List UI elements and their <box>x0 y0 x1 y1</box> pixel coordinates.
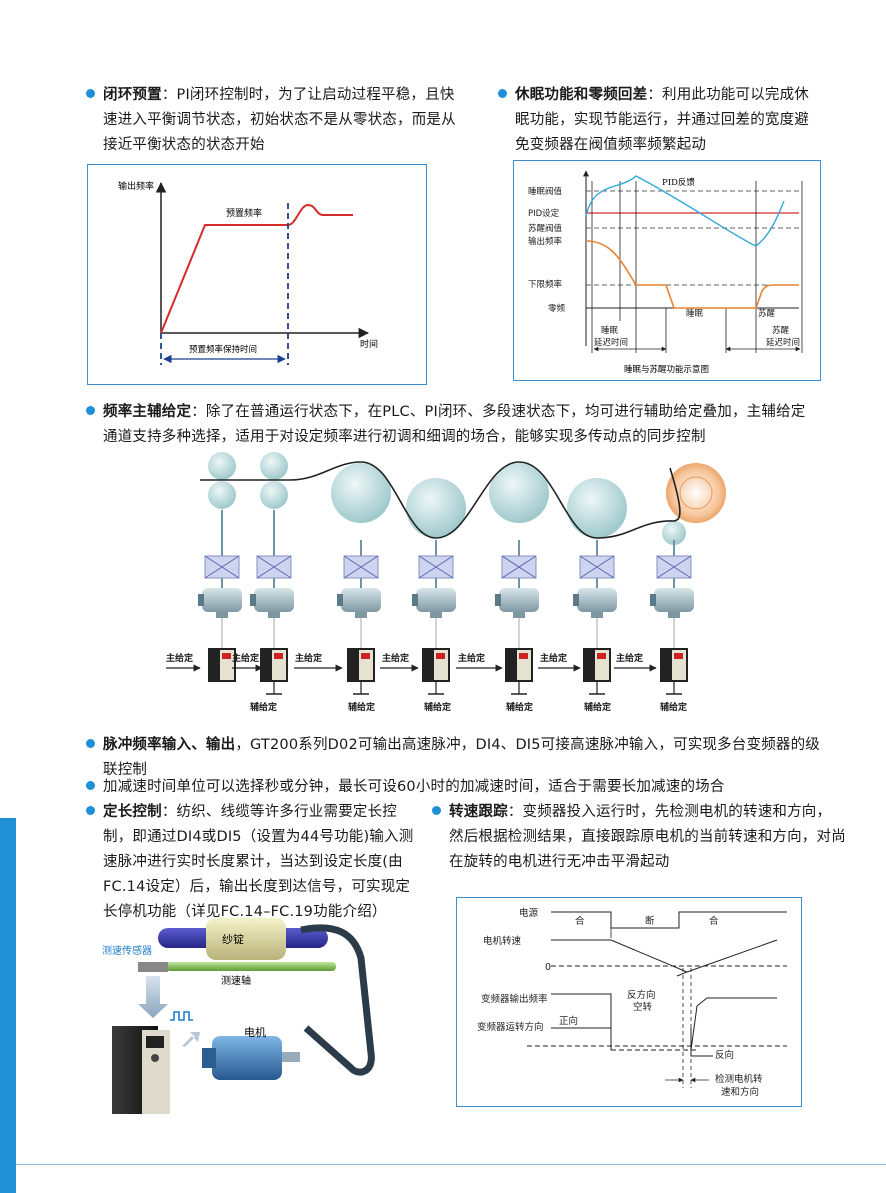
detect-label-2: 速和方向 <box>721 1086 759 1098</box>
ramp-line <box>160 224 288 334</box>
aux-setpoint-label: 辅给定 <box>660 701 688 713</box>
wake-delay-label-1: 苏醒 <box>772 325 790 336</box>
aux-setpoint-label: 辅给定 <box>348 701 376 713</box>
main-setpoint-label: 主给定 <box>382 652 410 664</box>
motor-icon <box>341 588 381 612</box>
zero-row-label: 0 <box>545 962 551 973</box>
pulse-icon <box>170 1011 193 1021</box>
closed-loop-figure: 输出频率 时间 预置频率 预置频率保持时间 <box>87 164 427 385</box>
power-row-label: 电源 <box>519 907 539 919</box>
bullet-icon <box>86 806 95 815</box>
main-setpoint-label: 主给定 <box>616 652 644 664</box>
x-axis-label: 时间 <box>360 338 378 350</box>
pid-setpoint-label: PID设定 <box>528 208 560 219</box>
motor-icon <box>212 1036 282 1080</box>
wake-threshold-label: 苏醒阀值 <box>528 223 563 234</box>
output-freq-label: 输出频率 <box>528 236 563 247</box>
sleep-threshold-label: 睡眠阀值 <box>528 186 563 197</box>
sleep-delay-label-2: 延迟时间 <box>594 337 628 348</box>
main-setpoint-label: 主给定 <box>232 652 260 664</box>
length-paragraph: 定长控制：纺织、线缆等许多行业需要定长控 制，即通过DI4或DI5（设置为44号… <box>86 800 416 925</box>
accel-paragraph: 加减速时间单位可以选择秒或分钟，最长可设60小时的加减速时间，适合于需要长加减速… <box>86 775 846 800</box>
material-web <box>200 461 681 539</box>
output-freq-curve <box>585 240 799 309</box>
aux-setpoint-label: 辅给定 <box>584 701 612 713</box>
shaft-label: 测速轴 <box>221 974 251 987</box>
sleep-paragraph: 休眠功能和零频回差：利用此功能可以完成休 眠功能，实现节能运行，并通过回差的宽度… <box>498 83 838 158</box>
speed-sensor <box>138 962 168 972</box>
roller <box>208 481 236 509</box>
bullet-icon <box>432 806 441 815</box>
bullet-icon <box>86 781 95 790</box>
main-setpoint-label: 主给定 <box>295 652 323 664</box>
roller <box>662 521 686 545</box>
drive-belt <box>300 924 375 1076</box>
wake-label: 苏醒 <box>758 308 776 319</box>
bottom-rule <box>16 1164 886 1165</box>
reverse-rotation-label: 反方向 <box>627 989 656 1001</box>
motor-icon <box>254 588 294 612</box>
yarn-spindle <box>206 918 286 960</box>
roller <box>260 452 288 480</box>
sensor-label: 测速传感器 <box>102 944 152 957</box>
wake-delay-label-2: 延迟时间 <box>766 337 800 348</box>
main-setpoint-label: 主给定 <box>540 652 568 664</box>
motor-icon <box>202 588 242 612</box>
motor-label: 电机 <box>244 1025 266 1039</box>
y-axis-label: 输出频率 <box>118 180 154 192</box>
length-control-figure: 纱锭 测速轴 测速传感器 电机 <box>96 918 416 1123</box>
preset-label: 预置频率 <box>226 207 262 219</box>
roller <box>489 463 549 523</box>
pid-feedback-label: PID反馈 <box>662 177 695 188</box>
aux-setpoint-label: 辅给定 <box>506 701 534 713</box>
sleep-figure: 睡眠阀值 PID设定 苏醒阀值 输出频率 下限频率 零频 PID反馈 睡眠 延迟 <box>513 160 821 381</box>
spindle-label: 纱锭 <box>222 932 244 946</box>
sleep-delay-label-1: 睡眠 <box>601 326 619 336</box>
freq-main-aux-paragraph: 频率主辅给定：除了在普通运行状态下，在PLC、PI闭环、多段速状态下，均可进行辅… <box>86 400 846 450</box>
sleep-label: 睡眠 <box>686 309 704 319</box>
pid-feedback-curve <box>585 175 785 247</box>
coast-label: 空转 <box>633 1001 653 1013</box>
bullet-icon <box>86 406 95 415</box>
power-off-label: 断 <box>645 915 655 927</box>
lower-freq-label: 下限频率 <box>528 279 563 290</box>
zero-freq-label: 零频 <box>548 303 566 314</box>
regulation-line <box>287 203 353 226</box>
motor-speed-row-label: 电机转速 <box>483 935 522 947</box>
pulse-paragraph: 脉冲频率输入、输出，GT200系列D02可输出高速脉冲，DI4、DI5可接高速脉… <box>86 733 846 783</box>
hold-label: 预置频率保持时间 <box>189 344 257 355</box>
power-on-label: 合 <box>575 915 585 927</box>
output-freq-row-label: 变频器输出频率 <box>481 993 548 1005</box>
signal-arrow-icon <box>138 976 168 1018</box>
bullet-icon <box>86 89 95 98</box>
left-accent-bar <box>0 818 16 1193</box>
direction-row-label: 变频器运转方向 <box>477 1021 544 1033</box>
roller <box>406 478 466 538</box>
takeup-drum <box>666 463 726 523</box>
bullet-icon <box>86 739 95 748</box>
sync-drive-figure: 主给定 主给定 主给定 主给定 主给定 主给定 主给定 辅给定 辅给定 辅给定 … <box>160 448 740 718</box>
measuring-shaft <box>166 962 336 971</box>
sleep-caption: 睡眠与苏醒功能示意图 <box>624 364 709 375</box>
aux-setpoint-label: 辅给定 <box>250 701 278 713</box>
detect-label-1: 检测电机转 <box>715 1073 763 1085</box>
motor-icon <box>577 588 617 612</box>
reverse-label: 反向 <box>715 1049 734 1061</box>
motor-icon <box>499 588 539 612</box>
motor-icon <box>416 588 456 612</box>
main-setpoint-label: 主给定 <box>166 652 194 664</box>
main-setpoint-label: 主给定 <box>458 652 486 664</box>
roller <box>331 463 391 523</box>
roller <box>567 478 627 538</box>
tracking-paragraph: 转速跟踪：变频器投入运行时，先检测电机的转速和方向， 然后根据检测结果，直接跟踪… <box>432 800 852 875</box>
roller <box>208 452 236 480</box>
bullet-icon <box>498 89 507 98</box>
power-on-label-2: 合 <box>709 915 719 927</box>
motor-icon <box>654 588 694 612</box>
aux-setpoint-label: 辅给定 <box>424 701 452 713</box>
closed-loop-paragraph: 闭环预置：PI闭环控制时，为了让启动过程平稳，且快 速进入平衡调节状态，初始状态… <box>86 83 486 158</box>
tracking-figure: 电源 电机转速 0 变频器输出频率 变频器运转方向 合 断 合 反方向 空转 正… <box>456 897 802 1107</box>
forward-label: 正向 <box>559 1015 578 1027</box>
roller <box>260 481 288 509</box>
